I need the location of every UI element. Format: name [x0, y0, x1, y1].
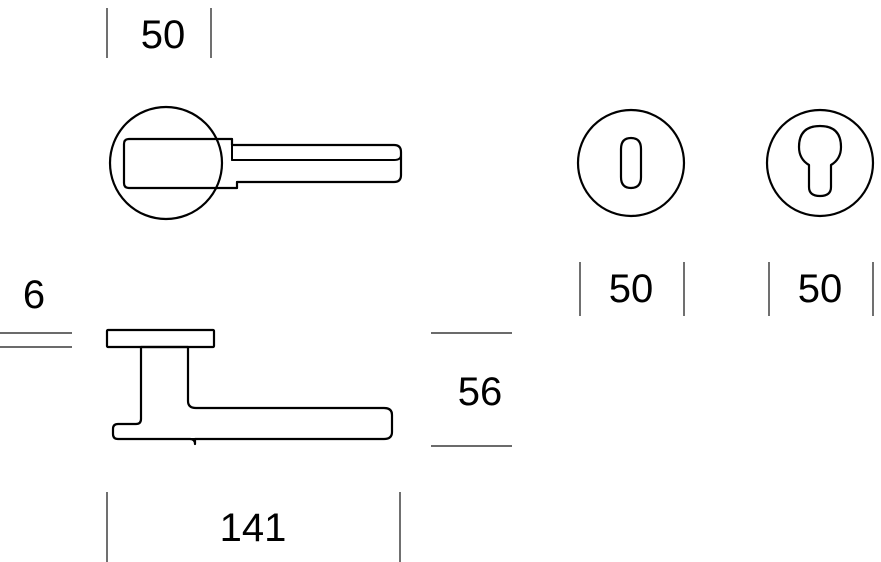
dimension-euro-rosette-diameter: [768, 262, 874, 316]
dimension-rosette-thickness: [0, 332, 72, 348]
dimension-label-rosette-diameter-top: 50: [141, 13, 186, 57]
dimension-label-handle-length: 141: [220, 506, 287, 550]
lever-side-outline: [111, 345, 394, 446]
dimension-label-euro-rosette-diameter: 50: [798, 267, 843, 311]
handle-top-view: [108, 105, 403, 221]
dimension-label-keyhole-rosette-diameter: 50: [609, 267, 654, 311]
lever-plan-inner-edge: [231, 154, 402, 161]
euro-keyhole-icon: [797, 124, 843, 198]
dimension-keyhole-rosette-diameter: [579, 262, 685, 316]
lever-side-upper-face: [195, 407, 393, 416]
rosette-plate-side: [105, 328, 216, 349]
dimension-rosette-diameter-top: [106, 8, 212, 58]
euro-rosette-circle: [765, 108, 875, 218]
oval-slot-icon: [619, 136, 643, 190]
dimension-label-handle-projection: 56: [458, 370, 503, 414]
dimension-handle-length: [106, 492, 401, 562]
lever-plan-outline: [122, 137, 403, 190]
keyhole-rosette-circle: [576, 108, 686, 218]
dimension-label-rosette-thickness: 6: [23, 273, 45, 317]
handle-side-view: [105, 328, 394, 446]
euro-cylinder-rosette: [765, 108, 875, 218]
dimension-handle-projection: [431, 332, 512, 447]
round-rosette-circle: [108, 105, 224, 221]
oval-keyhole-rosette: [576, 108, 686, 218]
